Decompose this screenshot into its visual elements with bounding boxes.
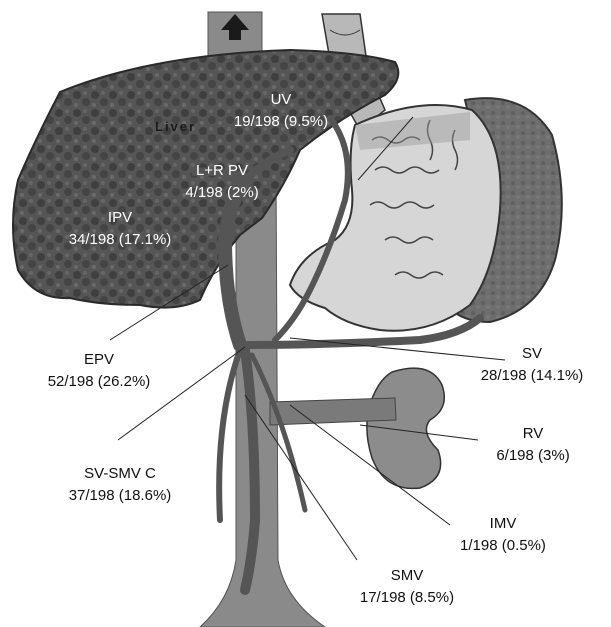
label-sv-smv-c-stat: 37/198 (18.6%) [69,487,172,504]
label-epv-stat: 52/198 (26.2%) [48,373,151,390]
label-epv-name: EPV [84,351,114,368]
label-smv-stat: 17/198 (8.5%) [360,589,454,606]
label-sv-name: SV [522,345,542,362]
stomach [290,105,501,331]
label-lr-pv-name: L+R PV [196,162,248,179]
label-imv-stat: 1/198 (0.5%) [460,537,546,554]
label-epv: EPV 52/198 (26.2%) [48,351,151,390]
kidney [367,368,444,488]
label-sv-smv-c: SV-SMV C 37/198 (18.6%) [69,465,172,504]
label-uv-name: UV [271,91,292,108]
label-sv: SV 28/198 (14.1%) [481,345,584,384]
label-uv-stat: 19/198 (9.5%) [234,113,328,130]
label-sv-stat: 28/198 (14.1%) [481,367,584,384]
label-rv-name: RV [523,425,544,442]
label-ipv-name: IPV [108,209,132,226]
label-lr-pv-stat: 4/198 (2%) [185,184,258,201]
label-imv: IMV 1/198 (0.5%) [460,515,546,554]
liver-word: Liver [155,119,196,134]
label-smv: SMV 17/198 (8.5%) [360,567,454,606]
renal-vein [270,398,396,425]
label-smv-name: SMV [391,567,424,584]
label-rv-stat: 6/198 (3%) [496,447,569,464]
label-rv: RV 6/198 (3%) [496,425,569,464]
label-sv-smv-c-name: SV-SMV C [84,465,156,482]
label-ipv-stat: 34/198 (17.1%) [69,231,172,248]
label-imv-name: IMV [490,515,517,532]
